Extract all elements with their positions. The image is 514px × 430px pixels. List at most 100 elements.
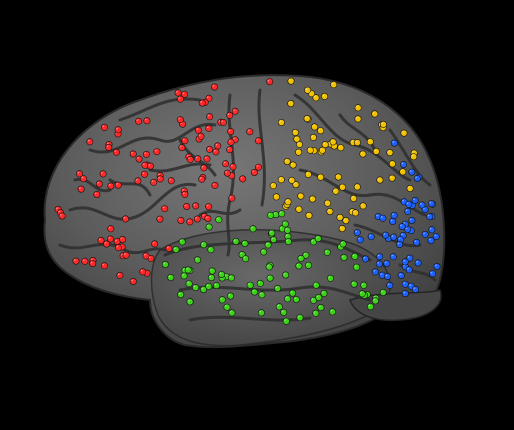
electrode-dot-highlight xyxy=(296,263,300,267)
electrode-dot-highlight xyxy=(131,279,134,283)
electrode-dot-highlight xyxy=(311,298,315,301)
electrode-dot-highlight xyxy=(182,92,186,95)
electrode-dot-highlight xyxy=(380,216,384,219)
electrode-dot-highlight xyxy=(206,126,210,129)
electrode-dot-highlight xyxy=(259,292,263,296)
electrode-dot-highlight xyxy=(82,259,86,262)
electrode-dot-highlight xyxy=(206,96,210,99)
electrode-dot-highlight xyxy=(117,273,121,276)
electrode-dot-highlight xyxy=(401,233,404,237)
electrode-dot-highlight xyxy=(355,105,359,109)
electrode-dot-highlight xyxy=(271,237,275,241)
electrode-dot-highlight xyxy=(294,297,297,301)
electrode-dot-highlight xyxy=(102,125,106,128)
electrode-dot-highlight xyxy=(233,109,236,112)
electrode-dot-highlight xyxy=(256,138,260,142)
electrode-dot-highlight xyxy=(401,162,405,166)
electrode-dot-highlight xyxy=(284,319,287,322)
electrode-dot-highlight xyxy=(116,245,119,249)
electrode-dot-highlight xyxy=(229,196,233,199)
electrode-dot-highlight xyxy=(152,241,156,245)
electrode-dot-highlight xyxy=(427,214,431,218)
electrode-dot-highlight xyxy=(372,111,376,115)
electrode-dot-highlight xyxy=(358,237,361,241)
electrode-dot-highlight xyxy=(391,234,395,238)
electrode-dot-highlight xyxy=(212,183,216,187)
electrode-dot-highlight xyxy=(136,119,140,122)
electrode-dot-highlight xyxy=(250,226,254,230)
electrode-dot-highlight xyxy=(333,189,337,192)
electrode-dot-highlight xyxy=(400,224,403,228)
electrode-dot-highlight xyxy=(320,148,323,151)
sulcus xyxy=(257,88,266,207)
electrode-dot-highlight xyxy=(224,305,228,308)
electrode-dot-highlight xyxy=(331,82,335,86)
electrode-dot-highlight xyxy=(123,253,127,256)
electrode-dot-highlight xyxy=(383,232,387,236)
electrode-dot-highlight xyxy=(323,142,326,146)
electrode-dot-highlight xyxy=(267,79,271,83)
electrode-dot-highlight xyxy=(363,256,367,260)
electrode-dot-highlight xyxy=(136,156,140,160)
electrode-dot-highlight xyxy=(411,154,415,158)
electrodes-temporal xyxy=(161,210,387,325)
electrode-dot-highlight xyxy=(239,252,243,256)
electrode-dot-highlight xyxy=(368,139,371,143)
electrode-dot-highlight xyxy=(274,194,277,198)
electrode-dot-highlight xyxy=(206,204,210,208)
electrode-dot-highlight xyxy=(265,242,269,246)
electrode-dot-highlight xyxy=(216,217,220,221)
electrode-dot-highlight xyxy=(178,97,182,100)
electrode-dot-highlight xyxy=(104,241,108,245)
electrode-dot-highlight xyxy=(409,284,412,287)
electrode-dot-highlight xyxy=(306,172,309,176)
electrode-dot-highlight xyxy=(336,174,339,178)
electrode-dot-highlight xyxy=(207,114,211,118)
electrode-dot-highlight xyxy=(355,116,359,120)
electrode-dot-highlight xyxy=(173,247,177,251)
electrode-dot-highlight xyxy=(195,156,199,160)
electrode-dot-highlight xyxy=(228,140,232,143)
electrode-dot-highlight xyxy=(407,186,411,190)
electrode-dot-highlight xyxy=(279,120,282,124)
sulcus xyxy=(163,238,372,262)
electrode-dot-highlight xyxy=(414,240,418,244)
electrode-dot-highlight xyxy=(385,274,389,278)
sulcus xyxy=(108,178,152,197)
electrode-dot-highlight xyxy=(407,255,411,259)
electrode-dot-highlight xyxy=(280,226,283,230)
electrode-dot-highlight xyxy=(158,176,161,180)
electrode-dot-highlight xyxy=(223,161,227,165)
electrode-dot-highlight xyxy=(131,151,134,155)
electrode-dot-highlight xyxy=(355,184,358,188)
electrode-dot-highlight xyxy=(330,139,334,143)
electrode-dot-highlight xyxy=(73,258,77,262)
electrode-dot-highlight xyxy=(230,164,234,168)
electrode-dot-highlight xyxy=(100,171,104,175)
electrode-dot-highlight xyxy=(434,234,437,238)
electrode-dot-highlight xyxy=(90,261,94,265)
electrode-dot-highlight xyxy=(409,169,413,173)
electrode-dot-highlight xyxy=(376,214,379,218)
electrode-dot-highlight xyxy=(313,311,317,314)
electrode-dot-highlight xyxy=(120,237,124,241)
electrode-dot-highlight xyxy=(381,290,384,294)
electrode-dot-highlight xyxy=(409,218,413,222)
electrode-dot-highlight xyxy=(219,272,223,276)
electrode-dot-highlight xyxy=(373,298,376,302)
electrode-dot-highlight xyxy=(289,178,293,181)
electrode-dot-highlight xyxy=(108,236,112,240)
electrode-dot-highlight xyxy=(429,201,432,205)
electrode-dot-highlight xyxy=(114,150,117,153)
electrode-dot-highlight xyxy=(298,193,302,197)
electrode-dot-highlight xyxy=(106,145,110,149)
electrode-dot-highlight xyxy=(252,170,256,174)
electrode-dot-highlight xyxy=(360,203,364,207)
electrode-dot-highlight xyxy=(400,169,404,173)
electrode-dot-highlight xyxy=(369,234,372,238)
electrode-dot-highlight xyxy=(182,138,186,142)
electrode-dot-highlight xyxy=(116,182,119,186)
electrode-dot-highlight xyxy=(273,212,277,216)
electrode-dot-highlight xyxy=(423,232,426,236)
